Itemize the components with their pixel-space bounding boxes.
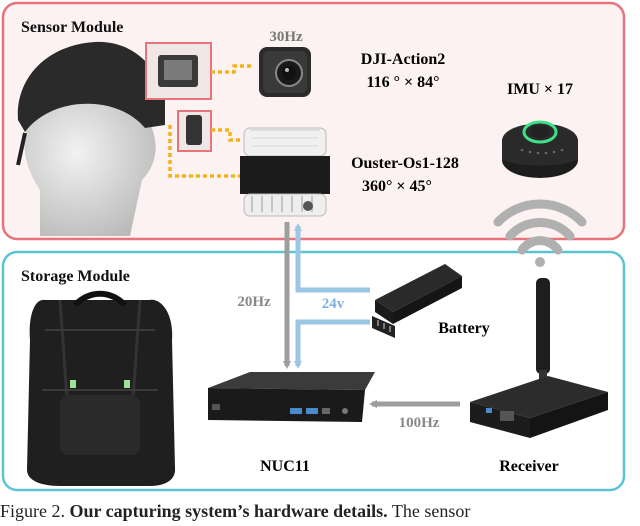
antenna-icon bbox=[536, 278, 550, 380]
sensor-module-title: Sensor Module bbox=[21, 19, 123, 36]
helmet-head-figure bbox=[16, 41, 165, 236]
receiver-icon bbox=[470, 376, 608, 438]
imu-name-label: IMU × 17 bbox=[507, 81, 573, 98]
camera-icon bbox=[259, 47, 311, 97]
battery-to-lidar-arrow bbox=[294, 223, 370, 293]
camera-name-label: DJI-Action2 bbox=[361, 51, 445, 68]
receiver-to-nuc-rate-label: 100Hz bbox=[399, 415, 440, 431]
nuc-name-label: NUC11 bbox=[260, 458, 310, 475]
nuc-icon bbox=[208, 372, 375, 422]
lidar-icon bbox=[240, 127, 330, 217]
wifi-icon bbox=[493, 199, 587, 267]
receiver-name-label: Receiver bbox=[499, 458, 559, 475]
camera-fov-label: 116 ° × 84° bbox=[366, 74, 439, 91]
lidar-link-line bbox=[168, 125, 242, 178]
camera-mount-inset bbox=[177, 110, 212, 152]
storage-module-title: Storage Module bbox=[21, 268, 130, 285]
imu-icon bbox=[502, 120, 578, 178]
mount-link-line bbox=[211, 128, 242, 142]
backpack-icon bbox=[27, 290, 176, 486]
battery-icon bbox=[372, 264, 462, 338]
caption-bold: Our capturing system’s hardware details. bbox=[70, 501, 388, 521]
caption-rest: The sensor bbox=[388, 501, 471, 521]
figure-caption: Figure 2. Our capturing system’s hardwar… bbox=[0, 501, 470, 521]
battery-to-nuc-arrow bbox=[294, 319, 370, 369]
battery-voltage-label: 24v bbox=[322, 296, 345, 312]
lidar-to-nuc-rate-label: 20Hz bbox=[237, 294, 271, 310]
caption-prefix: Figure 2. bbox=[0, 501, 70, 521]
lidar-fov-label: 360° × 45° bbox=[362, 178, 432, 195]
battery-name-label: Battery bbox=[438, 320, 490, 337]
camera-rate-label: 30Hz bbox=[269, 29, 303, 45]
helmet-mount-inset bbox=[145, 42, 212, 100]
camera-link-line bbox=[211, 64, 254, 74]
lidar-name-label: Ouster-Os1-128 bbox=[351, 155, 459, 172]
